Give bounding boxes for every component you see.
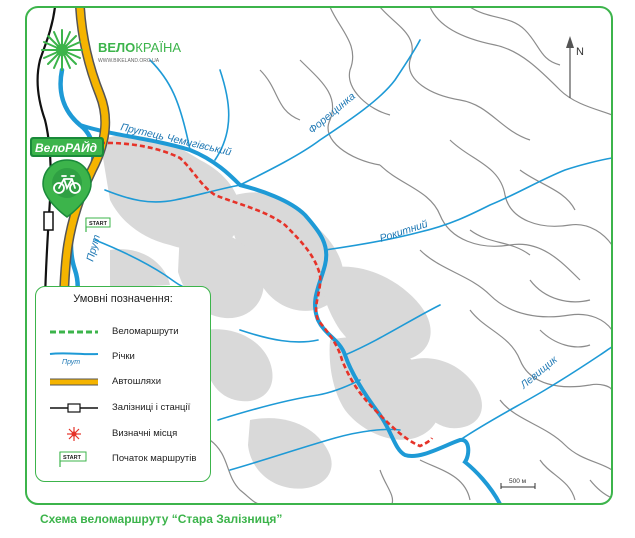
- map-caption: Схема веломаршруту “Стара Залізниця”: [40, 512, 283, 526]
- legend-item-start: START Початок маршрутів: [36, 450, 210, 468]
- route-badge: [30, 137, 104, 157]
- tributary: [344, 304, 441, 356]
- legend-item-rivers: Прут Річки: [36, 348, 210, 366]
- tributary: [229, 428, 401, 471]
- railway-station: [43, 211, 54, 231]
- urban-areas: [100, 135, 482, 489]
- contour-lines: [209, 7, 612, 504]
- brand-name: ВЕЛОКРАЇНА: [98, 40, 181, 55]
- legend-label: Річки: [112, 351, 135, 362]
- scale-label: 500 м: [509, 478, 527, 485]
- river-foreshchynka: [239, 39, 421, 186]
- scale-bar: [500, 483, 536, 489]
- tributary: [149, 59, 191, 151]
- tributary: [239, 329, 319, 343]
- route-badge-label: ВелоРАЙд: [35, 139, 97, 155]
- legend-item-landmarks: Визначні місця: [36, 425, 210, 443]
- map-frame: [25, 6, 613, 505]
- legend-river-sample: Прут: [62, 359, 80, 366]
- brand-url: WWW.BIKELAND.ORG.UA: [98, 58, 160, 64]
- landmark-star-icon: [67, 427, 81, 441]
- legend-label: Початок маршрутів: [112, 453, 197, 464]
- velokraina-logo: [41, 29, 83, 71]
- legend-title: Умовні позначення:: [73, 293, 173, 305]
- tributary: [94, 239, 183, 287]
- legend-item-railways: Залізниці і станції: [36, 399, 210, 417]
- legend-item-routes: Веломаршрути: [36, 323, 210, 341]
- river-icon: Прут: [49, 352, 99, 366]
- bike-route: [99, 141, 434, 448]
- legend-label: Залізниці і станції: [112, 402, 191, 413]
- start-flag-icon: [85, 217, 111, 232]
- road: [57, 7, 111, 325]
- river-levyshchyk: [459, 346, 612, 441]
- start-flag-icon: START: [59, 451, 87, 467]
- north-arrow-icon: [566, 36, 574, 98]
- tributary: [214, 69, 230, 161]
- railway-station-icon: [50, 403, 98, 413]
- river-rokytnyi: [324, 157, 612, 251]
- north-label: N: [576, 46, 584, 58]
- legend-panel: Умовні позначення: Веломаршрути Прут Річ…: [35, 286, 211, 482]
- tributary: [217, 379, 361, 421]
- legend-label: Автошляхи: [112, 376, 162, 387]
- tributary: [104, 184, 241, 203]
- route-dashed-icon: [50, 330, 98, 334]
- legend-label: Веломаршрути: [112, 326, 179, 337]
- road-icon: [50, 378, 98, 386]
- start-label: START: [89, 221, 108, 227]
- legend-label: Визначні місця: [112, 428, 178, 439]
- bike-pin-icon: [42, 159, 92, 218]
- legend-item-roads: Автошляхи: [36, 373, 210, 391]
- legend-start-sample: START: [63, 455, 82, 461]
